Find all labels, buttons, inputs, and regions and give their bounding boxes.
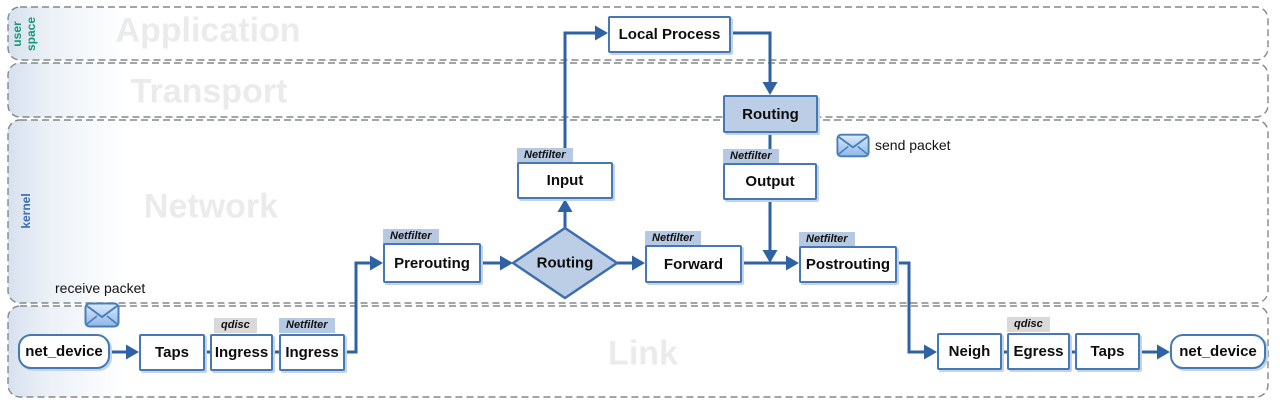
tag-netfilter-postrouting: Netfilter	[799, 232, 855, 247]
watermark-link: Link	[608, 334, 678, 373]
node-input: Input	[517, 162, 613, 199]
node-prerouting: Prerouting	[383, 243, 481, 283]
node-routing-decision-shape	[510, 226, 620, 300]
band-network	[7, 119, 1269, 304]
node-net-device-in: net_device	[18, 334, 110, 369]
node-output: Output	[723, 163, 817, 200]
receive-packet-label: receive packet	[55, 280, 146, 296]
tag-netfilter-prerouting: Netfilter	[383, 229, 439, 244]
tag-netfilter-input: Netfilter	[517, 148, 573, 163]
tag-netfilter-ingress: Netfilter	[279, 318, 335, 333]
envelope-icon	[84, 302, 120, 328]
send-packet-label: send packet	[875, 137, 951, 153]
watermark-network: Network	[143, 187, 279, 226]
node-egress: Egress	[1007, 333, 1070, 370]
node-routing-send: Routing	[723, 95, 818, 133]
node-forward: Forward	[645, 245, 742, 283]
node-taps-in: Taps	[139, 334, 205, 371]
node-taps-out: Taps	[1075, 333, 1140, 370]
node-neigh: Neigh	[937, 333, 1002, 370]
label-user-space: user space	[10, 16, 38, 52]
node-ingress-qdisc: Ingress	[210, 334, 273, 371]
node-postrouting: Postrouting	[799, 246, 897, 283]
tag-qdisc-egress: qdisc	[1007, 317, 1050, 332]
node-routing-decision-label: Routing	[536, 254, 594, 272]
tag-netfilter-forward: Netfilter	[645, 231, 701, 246]
tag-qdisc-ingress: qdisc	[214, 318, 257, 333]
watermark-transport: Transport	[130, 72, 288, 111]
tag-netfilter-output: Netfilter	[723, 149, 779, 164]
envelope-icon	[836, 133, 870, 158]
node-local-process: Local Process	[608, 16, 731, 53]
watermark-application: Application	[115, 11, 301, 50]
band-transport	[7, 62, 1269, 118]
node-ingress-netfilter: Ingress	[279, 334, 345, 371]
node-net-device-out: net_device	[1170, 334, 1266, 369]
label-kernel: kernel	[19, 193, 34, 229]
